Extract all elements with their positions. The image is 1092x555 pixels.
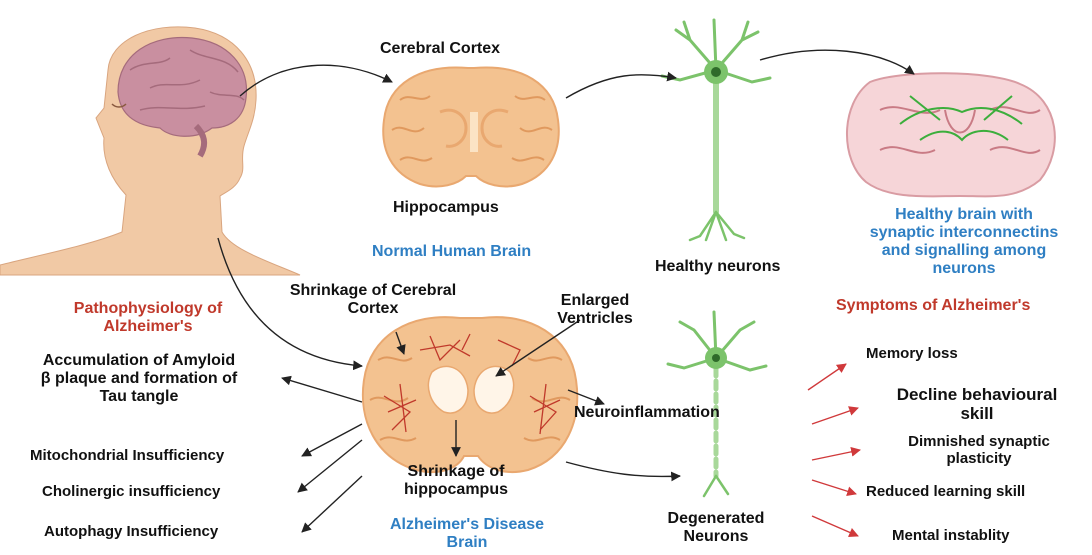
label-pathophysiology-title: Pathophysiology of Alzheimer's [48, 300, 248, 336]
label-symptoms-title: Symptoms of Alzheimer's [836, 297, 1030, 315]
arrow-brain-to-healthy-neuron [566, 75, 676, 98]
healthy-neuron-icon [662, 20, 770, 240]
label-ad-brain: Alzheimer's Disease Brain [360, 516, 574, 552]
arrow-neuron-to-connected-brain [760, 50, 914, 74]
symptom-memory-loss: Memory loss [866, 346, 958, 363]
alzheimers-brain-coronal-icon [363, 317, 577, 472]
label-autophagy: Autophagy Insufficiency [44, 524, 218, 541]
label-shrinkage-hippocampus: Shrinkage of hippocampus [396, 463, 516, 499]
label-mitochondrial: Mitochondrial Insufficiency [30, 448, 224, 465]
label-neuroinflammation: Neuroinflammation [574, 404, 720, 422]
connected-brain-icon [847, 73, 1055, 196]
label-enlarged-ventricles: Enlarged Ventricles [550, 292, 640, 328]
human-head-with-brain-icon [0, 27, 300, 275]
symptom-arrows [808, 364, 860, 536]
normal-brain-coronal-icon [383, 67, 559, 186]
arrow-ad-brain-to-degenerated [566, 462, 680, 476]
arrow-mitochondrial [302, 424, 362, 456]
arrow-memory-loss [808, 364, 846, 390]
label-normal-human-brain: Normal Human Brain [372, 243, 531, 261]
label-shrinkage-cortex: Shrinkage of Cerebral Cortex [278, 282, 468, 318]
arrow-autophagy [302, 476, 362, 532]
label-cholinergic: Cholinergic insufficiency [42, 484, 220, 501]
symptom-learning: Reduced learning skill [866, 484, 1025, 501]
arrow-learning [812, 480, 856, 494]
arrow-amyloid [282, 378, 362, 402]
label-amyloid: Accumulation of Amyloid β plaque and for… [8, 352, 270, 406]
label-hippocampus: Hippocampus [393, 199, 499, 217]
arrow-head-to-normal-brain [240, 65, 392, 96]
symptom-mental: Mental instablity [892, 528, 1010, 545]
symptom-behavioural: Decline behavioural skill [862, 385, 1092, 423]
label-healthy-brain: Healthy brain with synaptic interconnect… [836, 206, 1092, 278]
symptom-synaptic: Dimnished synaptic plasticity [874, 434, 1084, 468]
label-cerebral-cortex: Cerebral Cortex [380, 40, 500, 58]
label-healthy-neurons: Healthy neurons [655, 258, 780, 276]
arrow-mental [812, 516, 858, 536]
arrow-behavioural [812, 408, 858, 424]
label-degenerated-neurons: Degenerated Neurons [656, 510, 776, 546]
arrow-synaptic [812, 450, 860, 460]
